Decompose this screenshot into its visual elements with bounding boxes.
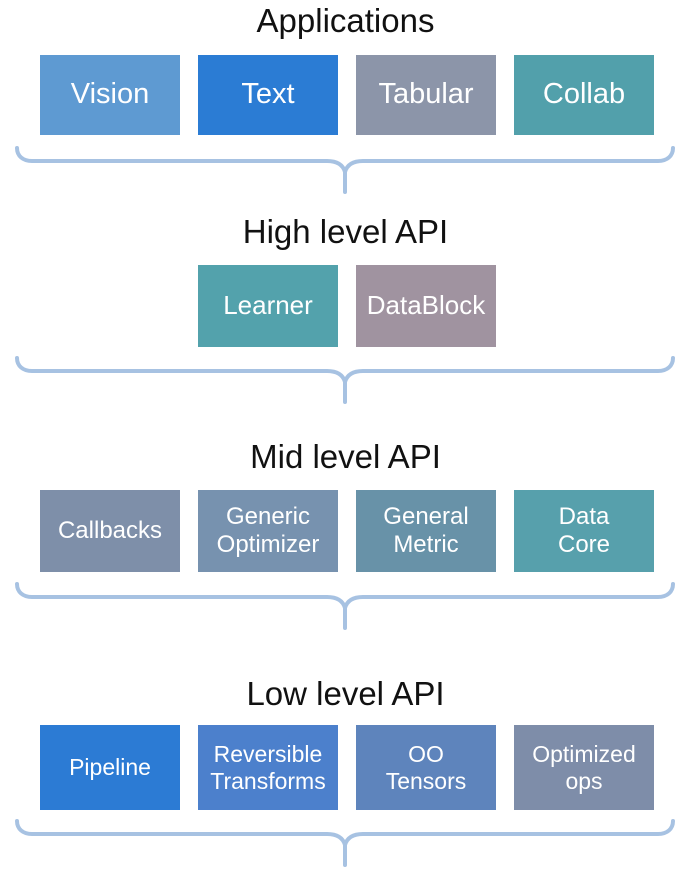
mid-level-box-row: Callbacks Generic Optimizer General Metr… (40, 490, 654, 572)
applications-box-row: Vision Text Tabular Collab (40, 55, 654, 135)
low-level-api-title: Low level API (246, 675, 445, 712)
box-reversible-transforms: Reversible Transforms (198, 725, 338, 810)
curly-brace-icon (14, 581, 676, 631)
mid-level-api-title: Mid level API (250, 438, 441, 475)
box-text: Text (198, 55, 338, 135)
box-generic-optimizer: Generic Optimizer (198, 490, 338, 572)
box-callbacks: Callbacks (40, 490, 180, 572)
box-general-metric: General Metric (356, 490, 496, 572)
box-data-core: Data Core (514, 490, 654, 572)
box-learner: Learner (198, 265, 338, 347)
box-tabular: Tabular (356, 55, 496, 135)
box-collab: Collab (514, 55, 654, 135)
curly-brace-icon (14, 145, 676, 195)
curly-brace-icon (14, 818, 676, 868)
box-vision: Vision (40, 55, 180, 135)
low-level-box-row: Pipeline Reversible Transforms OO Tensor… (40, 725, 654, 810)
curly-brace-icon (14, 355, 676, 405)
high-level-api-title: High level API (242, 213, 449, 250)
box-oo-tensors: OO Tensors (356, 725, 496, 810)
applications-title: Applications (256, 2, 435, 39)
high-level-box-row: Learner DataBlock (198, 265, 496, 347)
box-pipeline: Pipeline (40, 725, 180, 810)
box-datablock: DataBlock (356, 265, 496, 347)
box-optimized-ops: Optimized ops (514, 725, 654, 810)
